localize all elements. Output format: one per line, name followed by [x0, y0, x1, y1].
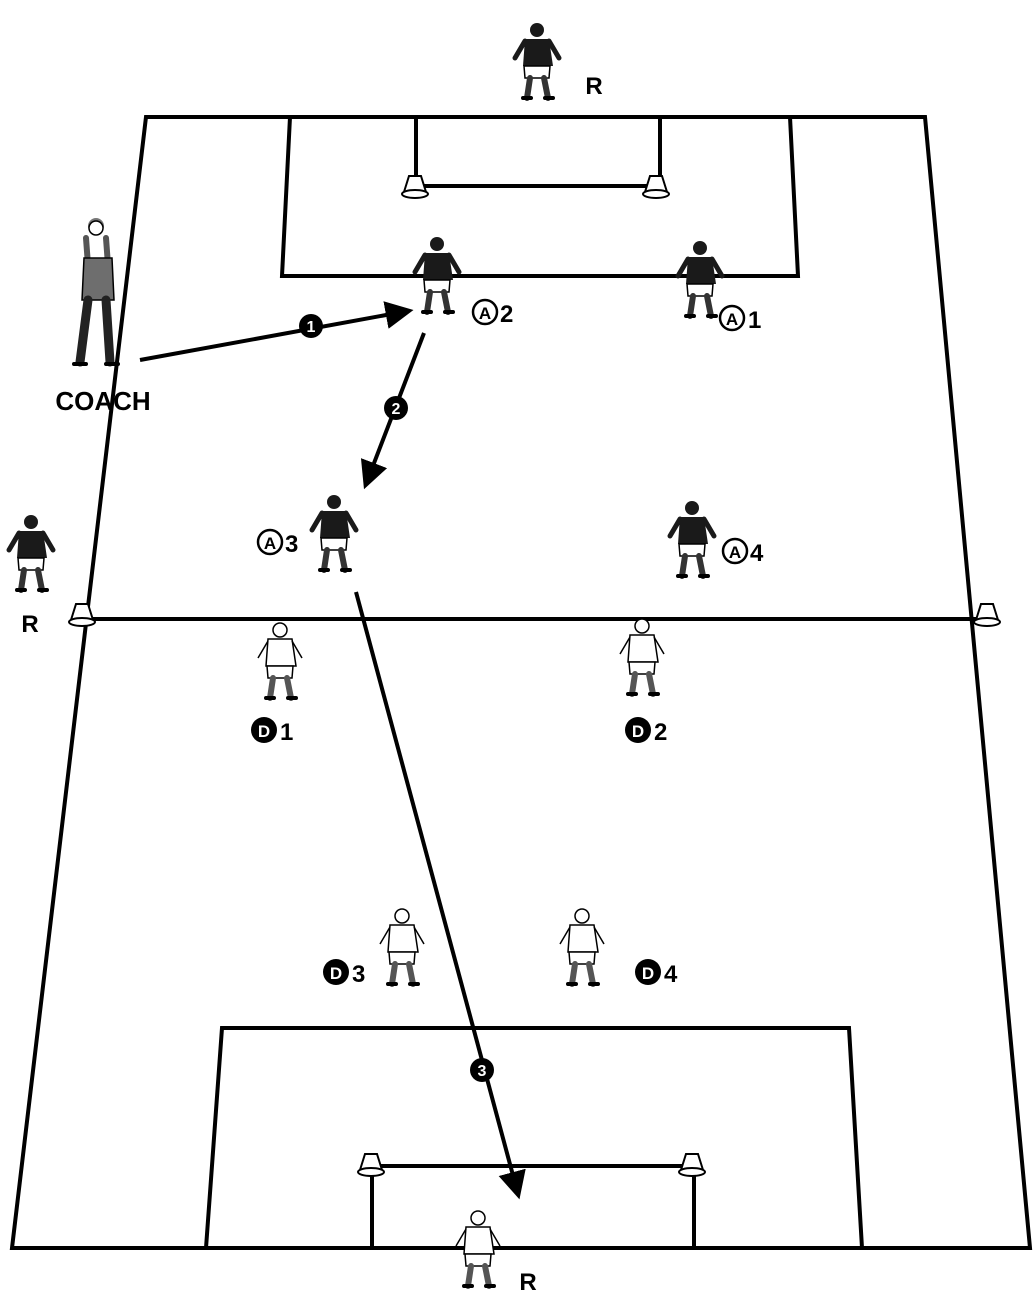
attacker-a1-marker: A 1 — [718, 304, 761, 334]
attacker-a3-number: 3 — [285, 531, 298, 558]
defender-d3-figure — [380, 909, 424, 984]
cone-halfway-right — [973, 603, 1001, 627]
attacker-a4-marker: A 4 — [721, 537, 764, 567]
cone-bottom-left — [357, 1153, 385, 1177]
receiver-left-label: R — [21, 611, 38, 638]
receiver-bottom-label: R — [519, 1269, 536, 1296]
top-goal — [414, 117, 662, 188]
bottom-goal — [370, 1164, 696, 1248]
receiver-top-figure — [515, 23, 559, 98]
defender-d2-marker: D 2 — [625, 717, 667, 746]
defender-d1-number: 1 — [280, 719, 293, 746]
pass-step-1-label: 1 — [307, 319, 316, 336]
field-outline — [9, 115, 1033, 1250]
defender-d1-marker: D 1 — [251, 717, 293, 746]
attacker-a4-number: 4 — [750, 540, 764, 567]
pass-arrows — [139, 301, 526, 1200]
defender-d1-glyph: D — [258, 722, 270, 741]
receiver-left-figure — [9, 515, 53, 590]
defender-d4-figure — [560, 909, 604, 984]
cone-top-right — [642, 175, 670, 199]
bottom-penalty-box — [204, 1026, 864, 1249]
receiver-top-label: R — [585, 73, 602, 100]
top-penalty-box — [279, 116, 801, 278]
coach-figure — [72, 218, 120, 367]
attacker-a2-marker: A 2 — [471, 298, 513, 328]
pass-step-2-badge: 2 — [384, 396, 408, 420]
attacker-a4-glyph: A — [729, 543, 741, 562]
pass-step-2-label: 2 — [392, 401, 401, 418]
attacker-a4-figure — [670, 501, 714, 576]
pass-step-3-label: 3 — [478, 1063, 487, 1080]
cone-halfway-left — [68, 603, 96, 627]
attacker-a3-figure — [312, 495, 356, 570]
coach-label: COACH — [55, 386, 150, 416]
attacker-a3-marker: A 3 — [256, 528, 298, 558]
attacker-a2-glyph: A — [479, 304, 491, 323]
attacker-a1-number: 1 — [748, 307, 761, 334]
pass-arrow-1 — [139, 301, 414, 362]
pass-step-1-badge: 1 — [299, 314, 323, 338]
cone-top-left — [401, 175, 429, 199]
pass-step-3-badge: 3 — [470, 1058, 494, 1082]
defender-d3-glyph: D — [330, 964, 342, 983]
defender-d4-marker: D 4 — [635, 959, 678, 988]
attacker-a1-glyph: A — [726, 310, 738, 329]
defender-d1-figure — [258, 623, 302, 698]
defender-d4-glyph: D — [642, 964, 654, 983]
cone-bottom-right — [678, 1153, 706, 1177]
field — [9, 115, 1033, 1250]
defender-d3-marker: D 3 — [323, 959, 365, 988]
attacker-a3-glyph: A — [264, 534, 276, 553]
defender-d4-number: 4 — [664, 961, 678, 988]
pass-arrow-3 — [354, 591, 526, 1200]
defender-d2-figure — [620, 619, 664, 694]
defender-d2-number: 2 — [654, 719, 667, 746]
attacker-a1-figure — [678, 241, 722, 316]
defender-d2-glyph: D — [632, 722, 644, 741]
attacker-a2-number: 2 — [500, 301, 513, 328]
defender-d3-number: 3 — [352, 961, 365, 988]
